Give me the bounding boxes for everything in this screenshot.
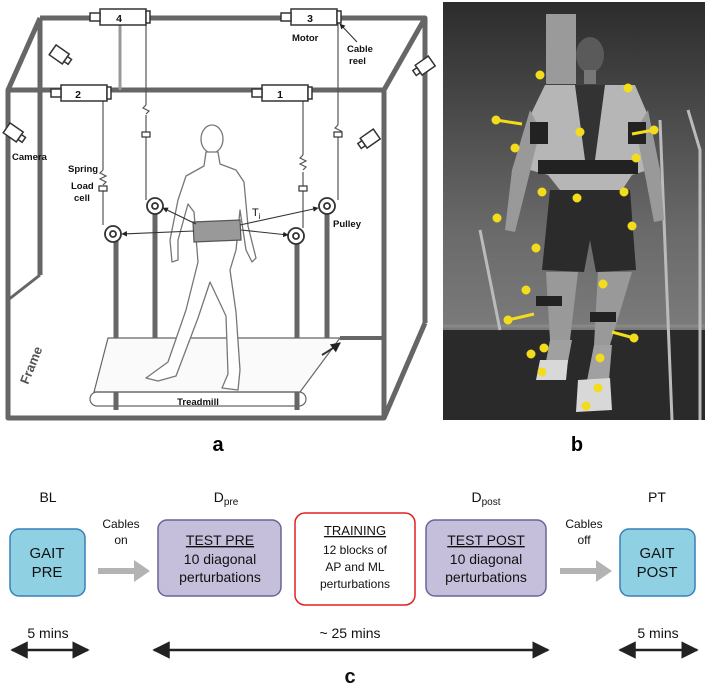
walking-person (145, 124, 257, 391)
test-post-title: TEST POST (447, 532, 525, 548)
spring-text: Spring (68, 164, 98, 175)
gait-post-line-2: POST (637, 564, 678, 581)
box-test-pre: TEST PRE 10 diagonal perturbations (157, 519, 282, 597)
treadmill-belt (443, 330, 705, 420)
pulleys (104, 197, 336, 245)
frame-text: Frame (17, 344, 46, 386)
wall-poster (546, 14, 576, 84)
gait-pre-line-2: PRE (32, 564, 63, 581)
load-cell-text-2: cell (74, 193, 90, 204)
camera-text: Camera (12, 152, 48, 163)
motion-markers (491, 70, 659, 411)
phase-bl: BL (39, 489, 56, 505)
treadmill (89, 337, 342, 407)
box-training: TRAINING 12 blocks of AP and ML perturba… (294, 512, 416, 606)
motor-label-2: 2 (75, 89, 81, 101)
motor-text: Motor (292, 33, 319, 44)
load-cell-text-1: Load (71, 181, 94, 192)
motor-label-4: 4 (116, 13, 122, 25)
cable-reel-text-1: Cable (347, 44, 373, 55)
motor-label-3: 3 (307, 13, 313, 25)
load-cells (98, 131, 343, 192)
cables (98, 22, 343, 228)
motor-boxes (50, 8, 342, 102)
cables-off-line-2: off (577, 533, 591, 547)
phase-d-post: Dpost (471, 489, 500, 508)
panel-c-letter: c (344, 666, 355, 688)
panel-b-photo: b (443, 2, 705, 456)
phase-pt: PT (648, 489, 666, 505)
treadmill-text: Treadmill (177, 397, 219, 408)
treadmill-rails (478, 109, 702, 421)
training-line-3: perturbations (320, 577, 390, 591)
box-gait-pre: GAIT PRE (9, 528, 86, 597)
training-line-2: AP and ML (325, 560, 384, 574)
panel-a-illustration: 4 3 2 1 Motor Cable reel Camera Spring L… (2, 8, 437, 456)
motor-label-1: 1 (277, 89, 283, 101)
box-test-post: TEST POST 10 diagonal perturbations (425, 519, 547, 597)
cables-on-line-2: on (114, 533, 127, 547)
training-title: TRAINING (324, 523, 386, 538)
camera-icons (2, 43, 437, 150)
tension-cables (121, 23, 358, 238)
panel-b-letter: b (571, 434, 583, 456)
cables-on-line-1: Cables (102, 517, 139, 531)
duration-right: 5 mins (637, 625, 678, 641)
gait-pre-line-1: GAIT (29, 545, 64, 562)
pelvis-belt (192, 219, 242, 243)
duration-middle: ~ 25 mins (319, 625, 380, 641)
test-post-line-2: perturbations (445, 569, 527, 585)
pulley-text: Pulley (333, 219, 362, 230)
arrow-cables-off (560, 560, 612, 582)
cable-reel-text-2: reel (349, 56, 366, 67)
panel-a-letter: a (212, 434, 224, 456)
tension-text: Ti (252, 207, 261, 221)
training-line-1: 12 blocks of (323, 543, 388, 557)
duration-left: 5 mins (27, 625, 68, 641)
cables-off-line-1: Cables (565, 517, 602, 531)
box-gait-post: GAIT POST (619, 528, 696, 597)
arrow-cables-on (98, 560, 150, 582)
test-pre-line-1: 10 diagonal (184, 551, 256, 567)
test-pre-line-2: perturbations (179, 569, 261, 585)
phase-d-pre: Dpre (214, 489, 239, 508)
test-post-line-1: 10 diagonal (450, 551, 522, 567)
panel-c-protocol: BL Dpre Dpost PT GAIT PRE Cables on TEST… (9, 489, 699, 688)
gait-post-line-1: GAIT (639, 545, 674, 562)
test-pre-title: TEST PRE (186, 532, 254, 548)
